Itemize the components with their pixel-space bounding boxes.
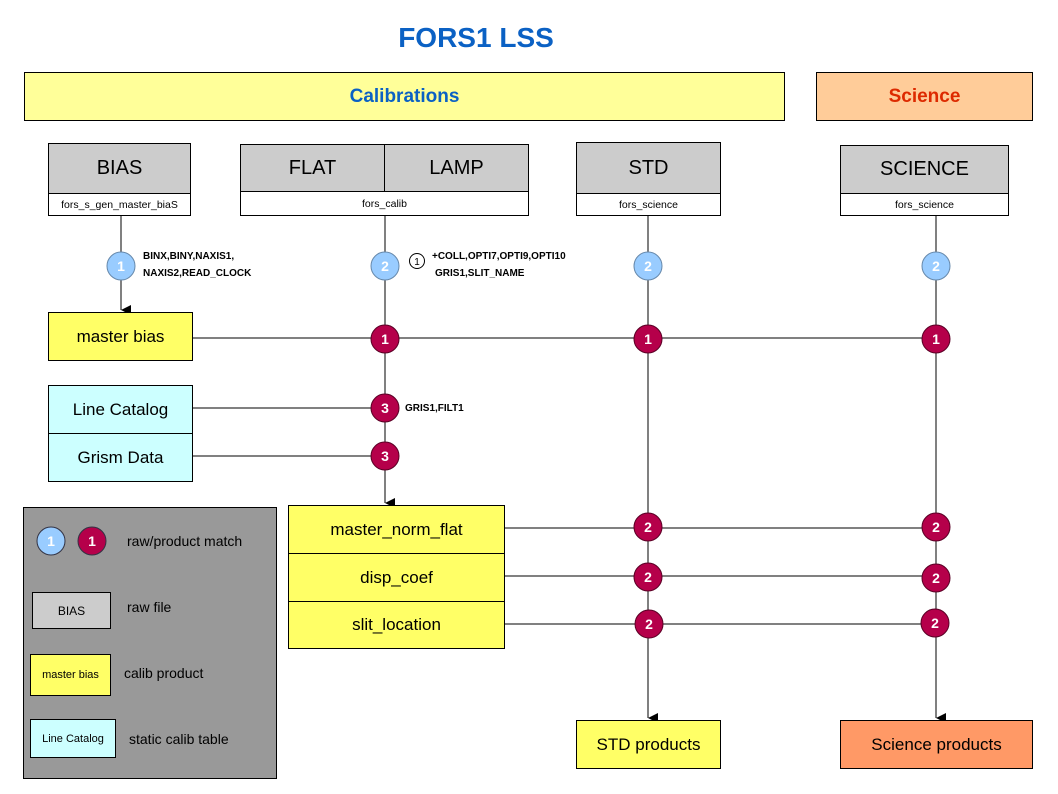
product-match-circle-icon <box>921 324 951 354</box>
marker-number: 1 <box>381 331 389 347</box>
legend-static-sample: Line Catalog <box>30 719 116 758</box>
master-norm-flat-box[interactable]: master_norm_flat <box>288 505 505 554</box>
legend-calib-sample: master bias <box>30 654 111 696</box>
product-match-circle-icon <box>921 563 951 593</box>
marker-number: 2 <box>932 519 940 535</box>
science-banner: Science <box>816 72 1033 121</box>
calib-raw-match-marker: 2 <box>370 251 400 281</box>
calib-match-keywords: +COLL,OPTI7,OPTI9,OPTI10 GRIS1,SLIT_NAME <box>432 248 566 282</box>
marker-number: 1 <box>932 331 940 347</box>
legend-panel: 1 1 raw/product match BIAS raw file mast… <box>23 507 277 779</box>
legend-static-label: static calib table <box>129 731 229 747</box>
marker-number: 2 <box>644 569 652 585</box>
legend-match-label: raw/product match <box>127 533 243 549</box>
std-master-norm-flat-marker: 2 <box>633 512 663 542</box>
science-raw-match-marker: 2 <box>921 251 951 281</box>
science-master-norm-flat-marker: 2 <box>921 512 951 542</box>
calib-ref-number: 1 <box>414 257 420 268</box>
std-raw-match-marker: 2 <box>633 251 663 281</box>
marker-number: 1 <box>117 258 125 274</box>
marker-number: 3 <box>381 448 389 464</box>
bias-raw-box[interactable]: BIAS <box>48 143 191 194</box>
raw-match-circle-icon <box>921 251 951 281</box>
science-slit-location-marker: 2 <box>920 608 950 638</box>
science-disp-coef-marker: 2 <box>921 563 951 593</box>
legend-markers: 1 1 <box>36 526 107 556</box>
product-match-circle-icon <box>633 512 663 542</box>
grism-data-marker: 3 <box>370 441 400 471</box>
page-title: FORS1 LSS <box>398 22 554 53</box>
marker-number: 2 <box>644 519 652 535</box>
marker-number: 2 <box>644 258 652 274</box>
std-master-bias-marker: 1 <box>633 324 663 354</box>
raw-match-circle-icon <box>106 251 136 281</box>
product-match-circle-icon <box>370 441 400 471</box>
legend-product-marker-number: 1 <box>88 533 96 549</box>
catalog-match-keywords: GRIS1,FILT1 <box>405 403 464 414</box>
science-recipe: fors_science <box>840 193 1009 216</box>
bias-recipe: fors_s_gen_master_biaS <box>48 193 191 216</box>
std-disp-coef-marker: 2 <box>633 562 663 592</box>
calibrations-banner: Calibrations <box>24 72 785 121</box>
calib-keys-line2: GRIS1,SLIT_NAME <box>435 268 525 279</box>
product-match-circle-icon <box>633 324 663 354</box>
calib-ref-circle <box>409 253 425 269</box>
bias-match-keywords: BINX,BINY,NAXIS1, NAXIS2,READ_CLOCK <box>143 248 251 282</box>
product-match-circle-icon <box>920 608 950 638</box>
legend-raw-marker-number: 1 <box>47 533 55 549</box>
product-match-circle-icon <box>921 512 951 542</box>
product-match-circle-icon <box>634 609 664 639</box>
raw-match-circle-icon <box>633 251 663 281</box>
product-match-circle-icon <box>370 324 400 354</box>
slit-location-box[interactable]: slit_location <box>288 601 505 649</box>
marker-number: 2 <box>381 258 389 274</box>
science-products-box[interactable]: Science products <box>840 720 1033 769</box>
flat-raw-box[interactable]: FLAT <box>240 144 385 192</box>
grism-data-box[interactable]: Grism Data <box>48 433 193 482</box>
std-products-box[interactable]: STD products <box>576 720 721 769</box>
legend-raw-sample: BIAS <box>32 592 111 629</box>
bias-keys-line2: NAXIS2,READ_CLOCK <box>143 268 252 279</box>
calib-master-bias-marker: 1 <box>370 324 400 354</box>
bias-keys-line1: BINX,BINY,NAXIS1, <box>143 251 235 262</box>
calib-recipe: fors_calib <box>240 191 529 216</box>
marker-number: 2 <box>645 616 653 632</box>
line-catalog-box[interactable]: Line Catalog <box>48 385 193 434</box>
legend-calib-label: calib product <box>124 665 204 681</box>
marker-number: 2 <box>932 258 940 274</box>
legend-product-marker-icon <box>77 526 107 556</box>
legend-raw-label: raw file <box>127 599 172 615</box>
lamp-raw-box[interactable]: LAMP <box>384 144 529 192</box>
marker-number: 3 <box>381 400 389 416</box>
bias-raw-match-marker: 1 <box>106 251 136 281</box>
product-match-circle-icon <box>370 393 400 423</box>
science-raw-box[interactable]: SCIENCE <box>840 145 1009 194</box>
legend-raw-marker-icon <box>36 526 66 556</box>
marker-number: 1 <box>644 331 652 347</box>
disp-coef-box[interactable]: disp_coef <box>288 553 505 602</box>
science-master-bias-marker: 1 <box>921 324 951 354</box>
raw-match-circle-icon <box>370 251 400 281</box>
marker-number: 2 <box>931 615 939 631</box>
std-recipe: fors_science <box>576 193 721 216</box>
marker-number: 2 <box>932 570 940 586</box>
line-catalog-marker: 3 <box>370 393 400 423</box>
product-match-circle-icon <box>633 562 663 592</box>
std-slit-location-marker: 2 <box>634 609 664 639</box>
std-raw-box[interactable]: STD <box>576 142 721 194</box>
calib-keys-line1: +COLL,OPTI7,OPTI9,OPTI10 <box>432 251 566 262</box>
master-bias-box[interactable]: master bias <box>48 312 193 361</box>
